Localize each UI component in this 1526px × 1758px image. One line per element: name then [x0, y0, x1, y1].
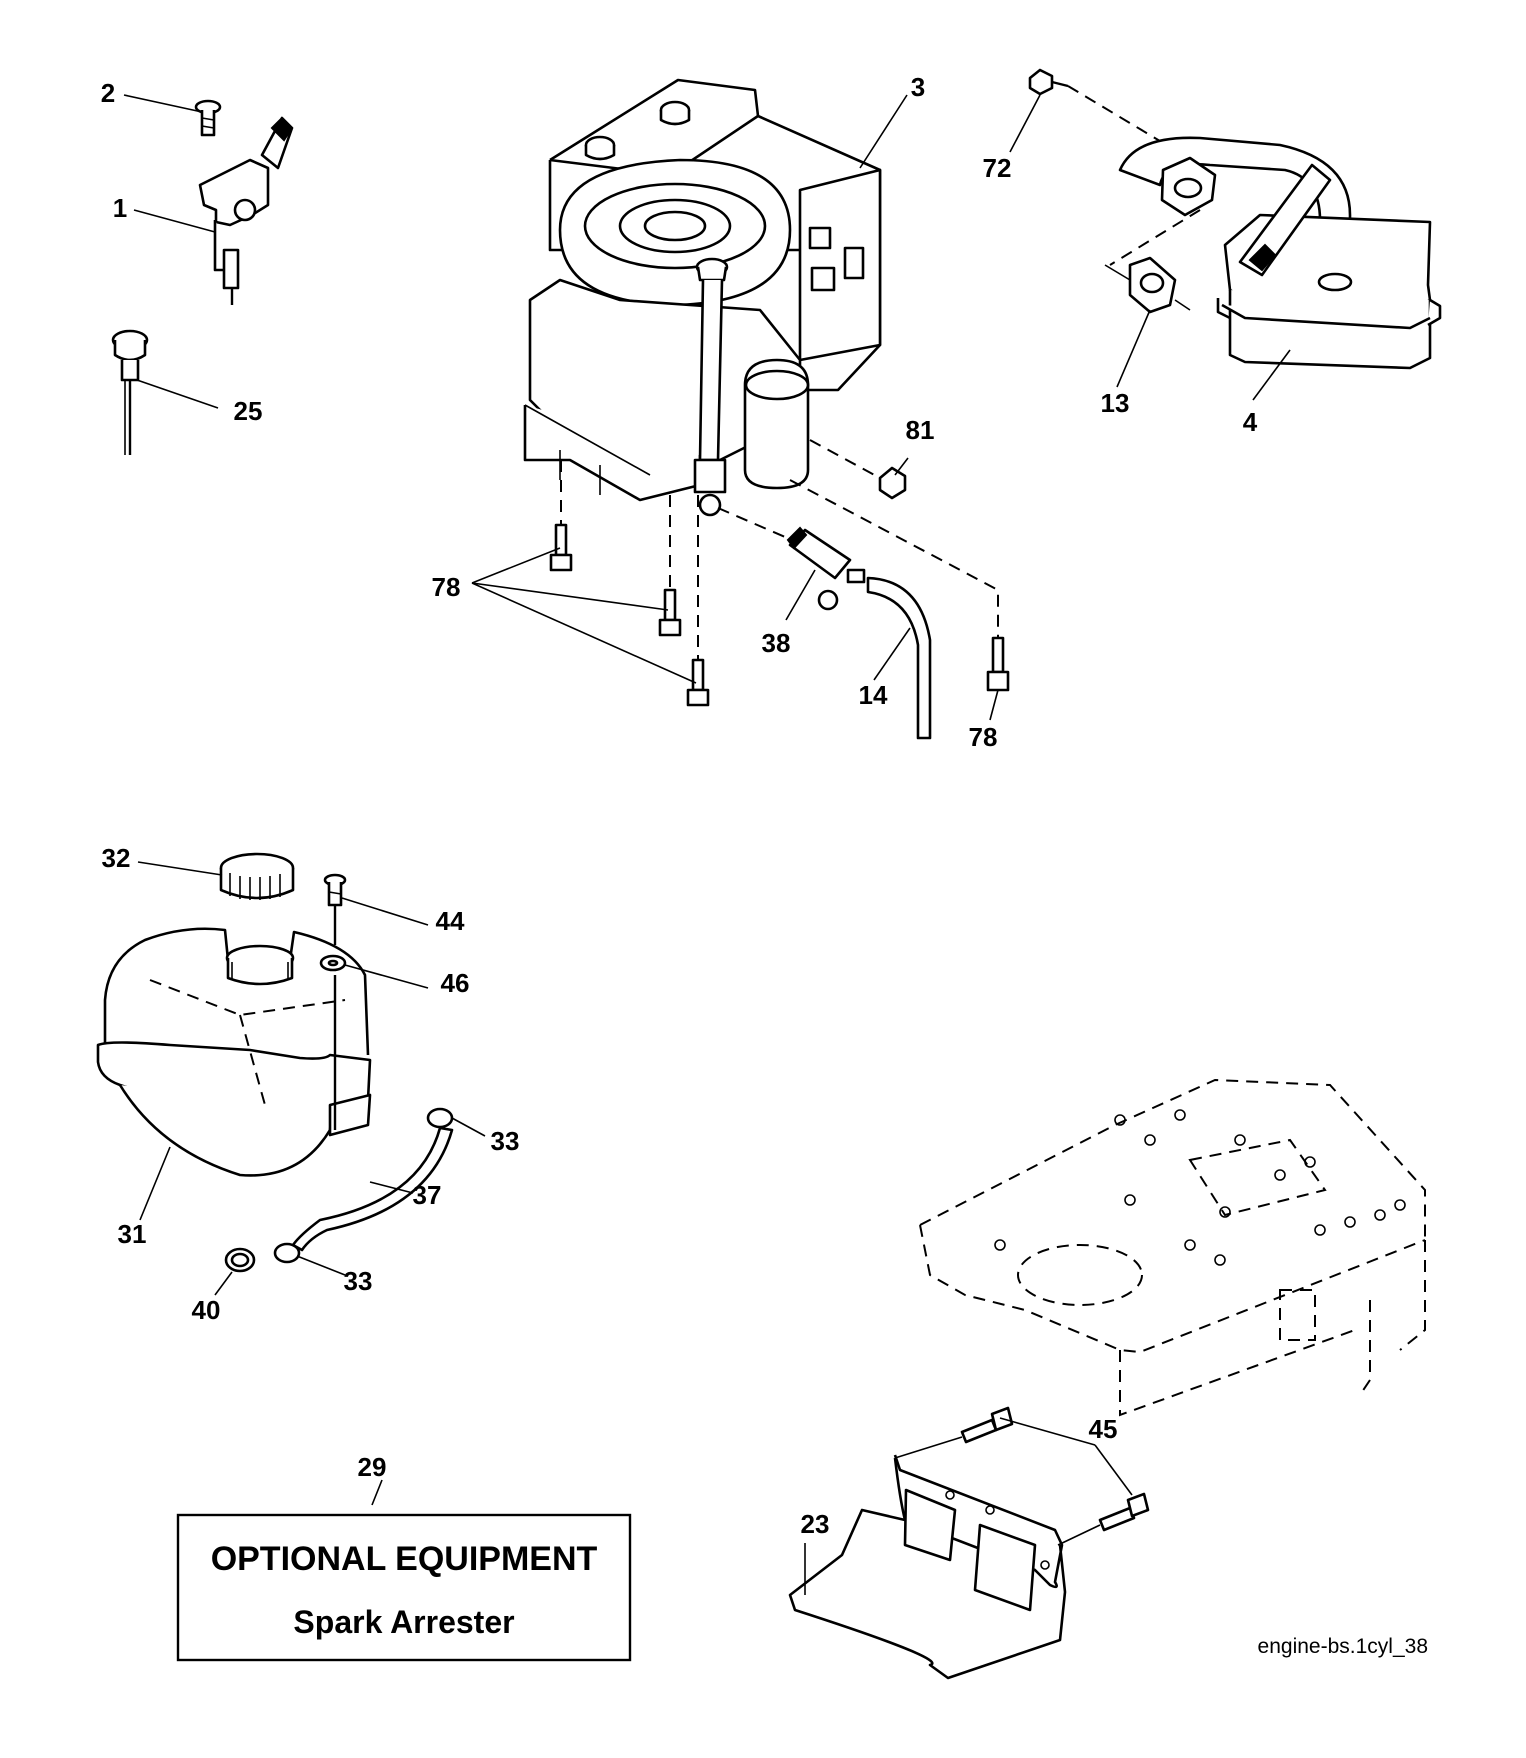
callout-labels: 1 2 3 4 13 14 23 25 29 31 32 33 33 37 38… — [101, 72, 1258, 1539]
optional-equipment-box — [176, 1513, 632, 1662]
callout-1: 1 — [113, 193, 127, 223]
callout-3: 3 — [911, 72, 925, 102]
heat-shield-part — [788, 1406, 1150, 1680]
callout-33-top: 33 — [491, 1126, 520, 1156]
callout-78-left: 78 — [432, 572, 461, 602]
leader-lines — [123, 94, 1291, 1595]
optional-equipment-subtitle: Spark Arrester — [293, 1604, 514, 1640]
drain-valve-part — [717, 507, 932, 740]
callout-38: 38 — [762, 628, 791, 658]
callout-78-right: 78 — [969, 722, 998, 752]
muffler-part — [1028, 68, 1442, 370]
callout-2: 2 — [101, 78, 115, 108]
callout-44: 44 — [436, 906, 465, 936]
callout-72: 72 — [983, 153, 1012, 183]
fuel-tank-part — [96, 852, 454, 1273]
choke-knob-part — [111, 329, 149, 455]
engine-bolts-part — [549, 460, 1010, 707]
callout-23: 23 — [801, 1509, 830, 1539]
callout-4: 4 — [1243, 407, 1258, 437]
callout-32: 32 — [102, 843, 131, 873]
throttle-control-part — [194, 99, 294, 305]
callout-46: 46 — [441, 968, 470, 998]
callout-45: 45 — [1089, 1414, 1118, 1444]
engine-part — [523, 78, 882, 517]
callout-29: 29 — [358, 1452, 387, 1482]
frame-outline — [919, 1078, 1426, 1417]
diagram-reference: engine-bs.1cyl_38 — [1258, 1635, 1428, 1658]
callout-25: 25 — [234, 396, 263, 426]
callout-31: 31 — [118, 1219, 147, 1249]
optional-equipment-title: OPTIONAL EQUIPMENT — [211, 1540, 598, 1578]
nut-part — [809, 439, 907, 500]
callout-14: 14 — [859, 680, 888, 710]
callout-40: 40 — [192, 1295, 221, 1325]
callout-37: 37 — [413, 1180, 442, 1210]
callout-33-bottom: 33 — [344, 1266, 373, 1296]
callout-13: 13 — [1101, 388, 1130, 418]
callout-81: 81 — [906, 415, 935, 445]
